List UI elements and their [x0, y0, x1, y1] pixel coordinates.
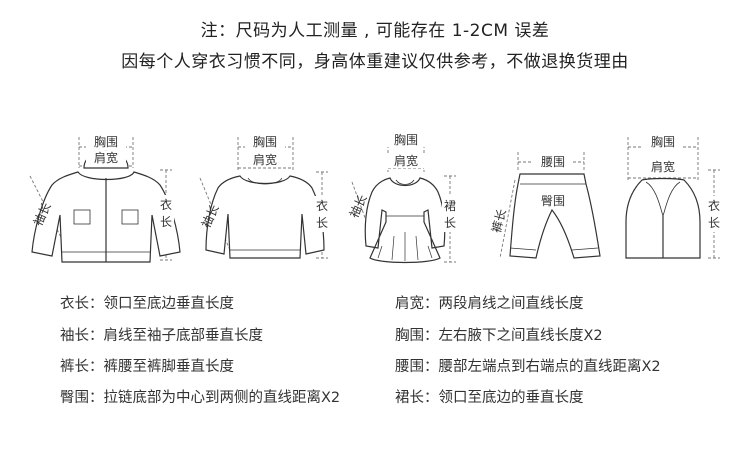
definition-desc: 拉链底部为中心到两侧的直线距离X2	[103, 390, 341, 406]
definition-item: 胸围：左右腋下之间直线长度X2	[395, 324, 603, 345]
pants-diagram: 腰围 臀围 裤长	[489, 152, 601, 259]
definition-item: 腰围：腰部左端点到右端点的直线距离X2	[395, 355, 661, 376]
jacket-shoulder-label: 肩宽	[94, 150, 118, 165]
definition-desc: 领口至底边的垂直长度	[438, 390, 584, 406]
jacket-chest-label: 胸围	[94, 134, 118, 149]
dress-diagram: 胸围 肩宽 袖长 裙 长	[346, 132, 458, 264]
vest-length-label-1: 衣	[708, 198, 720, 213]
definition-term: 衣长：	[60, 296, 104, 312]
dress-length-label-2: 长	[444, 216, 456, 230]
sweater-chest-label: 胸围	[253, 134, 277, 149]
dress-shoulder-label: 肩宽	[394, 153, 418, 168]
definition-term: 裙长：	[395, 390, 439, 406]
size-note-line-2: 因每个人穿衣习惯不同，身高体重建议仅供参考，不做退换货理由	[121, 52, 629, 72]
definition-desc: 左右腋下之间直线长度X2	[438, 328, 603, 344]
definition-item: 肩宽：两段肩线之间直线长度	[395, 292, 584, 313]
pants-hip-label: 臀围	[541, 194, 565, 208]
sweater-shoulder-label: 肩宽	[253, 152, 277, 167]
size-note-line-1: 注：尺码为人工测量 , 可能存在 1-2CM 误差	[200, 21, 550, 41]
pants-length-label: 裤长	[489, 208, 509, 235]
definition-item: 袖长：肩线至袖子底部垂直长度	[60, 324, 263, 345]
sweater-length-label-2: 长	[316, 216, 328, 230]
definition-desc: 两段肩线之间直线长度	[438, 296, 584, 312]
measurement-diagrams: 胸围 肩宽 袖长 衣 长 胸围 肩宽 袖长	[29, 132, 722, 264]
sweater-diagram: 胸围 肩宽 袖长 衣 长	[198, 134, 330, 259]
dress-chest-label: 胸围	[394, 132, 418, 147]
definition-term: 腰围：	[395, 359, 439, 375]
definition-term: 胸围：	[395, 328, 439, 344]
dress-length-label-1: 裙	[444, 199, 456, 213]
definition-item: 衣长：领口至底边垂直长度	[60, 292, 234, 313]
definition-term: 臀围：	[60, 390, 104, 406]
definition-desc: 领口至底边垂直长度	[103, 296, 235, 312]
jacket-length-label-2: 长	[160, 215, 172, 229]
definition-term: 裤长：	[60, 359, 104, 375]
jacket-diagram: 胸围 肩宽 袖长 衣 长	[29, 134, 181, 263]
definition-item: 裙长：领口至底边的垂直长度	[395, 386, 584, 407]
definition-term: 肩宽：	[395, 296, 439, 312]
definition-item: 裤长：裤腰至裤脚垂直长度	[60, 355, 234, 376]
definition-desc: 腰部左端点到右端点的直线距离X2	[438, 359, 661, 375]
vest-diagram: 胸围 肩宽 衣 长	[625, 134, 722, 259]
definition-desc: 裤腰至裤脚垂直长度	[103, 359, 235, 375]
definition-item: 臀围：拉链底部为中心到两侧的直线距离X2	[60, 386, 340, 407]
definition-desc: 肩线至袖子底部垂直长度	[103, 328, 264, 344]
jacket-length-label-1: 衣	[160, 197, 172, 212]
vest-shoulder-label: 肩宽	[651, 159, 675, 174]
vest-chest-label: 胸围	[651, 134, 675, 149]
pants-waist-label: 腰围	[541, 155, 565, 169]
sweater-length-label-1: 衣	[316, 198, 328, 213]
definition-term: 袖长：	[60, 328, 104, 344]
vest-length-label-2: 长	[708, 216, 720, 230]
